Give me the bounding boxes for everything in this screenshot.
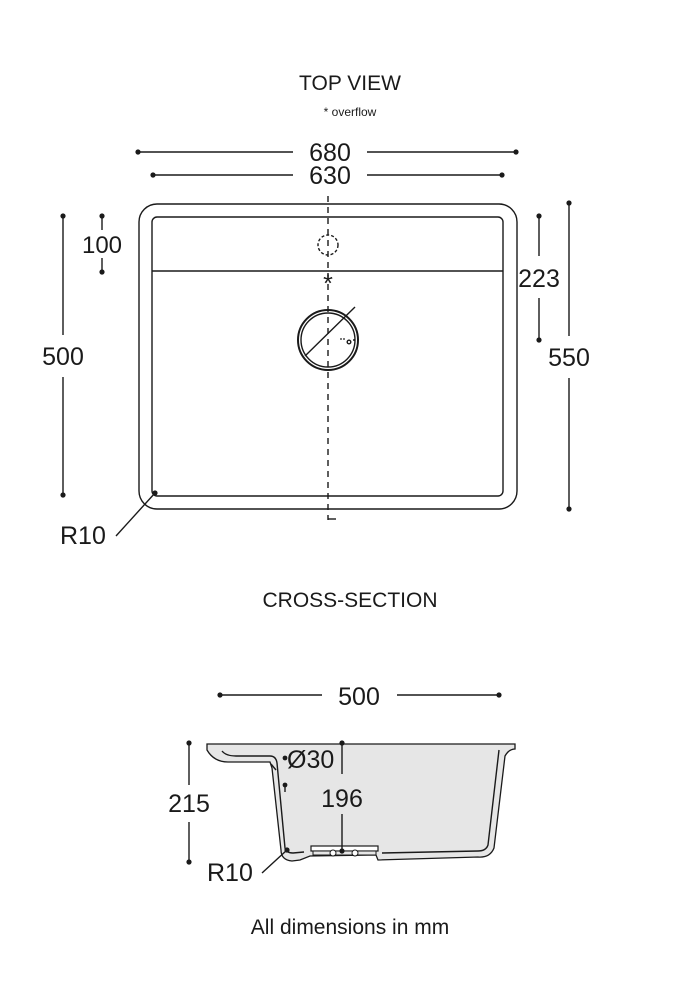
dim-inner-width: 630 [150, 162, 505, 190]
radius-label-top: R10 [60, 522, 106, 550]
dim-drain-position: 196 [321, 740, 363, 854]
dim-inner-width-label: 630 [309, 162, 351, 190]
radius-callout-top: R10 [60, 490, 158, 550]
dim-ledge: 100 [82, 213, 122, 275]
dim-overflow-dia: Ø30 [282, 746, 334, 792]
dim-overflow-dia-label: Ø30 [287, 746, 334, 774]
top-view-title: TOP VIEW [299, 72, 401, 95]
dim-outer-depth-label: 550 [548, 344, 590, 372]
dim-drain-offset: 223 [518, 213, 560, 343]
units-note: All dimensions in mm [251, 916, 449, 939]
dim-outer-depth: 550 [548, 200, 590, 512]
dim-inner-depth: 500 [42, 213, 84, 498]
dim-outer-width: 680 [135, 139, 519, 167]
cross-section-title: CROSS-SECTION [262, 589, 437, 612]
dim-inner-depth-label: 500 [42, 343, 84, 371]
dim-section-width: 500 [217, 683, 502, 711]
dim-outer-width-label: 680 [309, 139, 351, 167]
overflow-marker: * [323, 270, 333, 298]
sink-section-profile [206, 743, 516, 862]
dim-drain-position-label: 196 [321, 785, 363, 813]
dim-drain-offset-label: 223 [518, 265, 560, 293]
dim-section-width-label: 500 [338, 683, 380, 711]
dim-section-height: 215 [168, 740, 210, 865]
dim-section-height-label: 215 [168, 790, 210, 818]
drain [297, 306, 359, 371]
overflow-hole [317, 234, 339, 256]
dim-ledge-label: 100 [82, 232, 122, 259]
radius-label-section: R10 [207, 859, 253, 887]
overflow-legend: * overflow [324, 105, 377, 119]
radius-callout-section: R10 [207, 847, 290, 887]
